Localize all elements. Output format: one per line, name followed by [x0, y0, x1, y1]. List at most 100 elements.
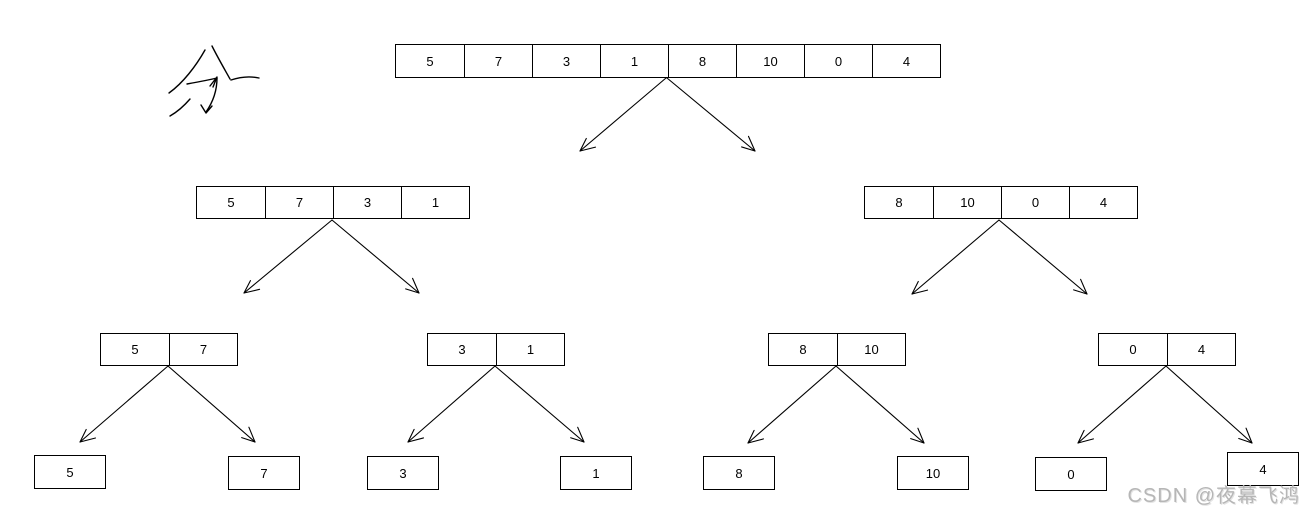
array-cell: 10 — [933, 187, 1001, 218]
array-cell: 3 — [458, 342, 466, 357]
array-cell: 0 — [1067, 466, 1075, 482]
array-node-level4-leaf1: 1 — [560, 456, 632, 490]
array-node-level4-leaf0: 0 — [1035, 457, 1107, 491]
arrow-head — [241, 437, 256, 443]
arrow-shaft — [407, 365, 496, 443]
arrow-head — [747, 429, 755, 444]
array-cell: 4 — [1167, 334, 1235, 365]
array-cell: 3 — [532, 45, 600, 77]
arrow-shaft — [1077, 365, 1167, 444]
handwritten-stroke — [168, 49, 206, 94]
arrow-shaft — [1165, 365, 1253, 444]
arrow-head — [1077, 429, 1085, 444]
array-cell: 10 — [736, 45, 804, 77]
arrow-head — [579, 137, 587, 152]
arrow-head — [577, 426, 585, 443]
array-cell: 4 — [1069, 187, 1137, 218]
array-cell: 1 — [592, 465, 600, 481]
arrow-head — [248, 426, 256, 443]
array-node-level4-leaf3: 3 — [367, 456, 439, 490]
arrow-head — [747, 135, 756, 152]
handwritten-stroke — [230, 76, 260, 81]
arrow-head — [1073, 289, 1088, 295]
arrow-head — [579, 146, 597, 152]
array-cell: 0 — [1001, 187, 1069, 218]
array-cell: 3 — [333, 187, 401, 218]
array-cell: 8 — [799, 342, 807, 357]
handwritten-stroke — [205, 77, 218, 113]
array-cell: 5 — [131, 342, 139, 357]
handwritten-stroke — [200, 104, 213, 114]
array-cell: 7 — [464, 45, 532, 77]
array-cell: 1 — [496, 334, 564, 365]
arrow-shaft — [243, 219, 333, 294]
array-node-level4-leaf8: 8 — [703, 456, 775, 490]
array-cell: 7 — [169, 334, 237, 365]
array-node-level3-l3c: 8 10 — [768, 333, 906, 366]
handwritten-stroke — [186, 77, 218, 85]
array-cell: 0 — [1129, 342, 1137, 357]
handwritten-stroke — [211, 45, 231, 80]
arrow-shaft — [579, 77, 667, 152]
array-cell: 10 — [925, 465, 941, 481]
handwritten-stroke — [169, 98, 191, 117]
arrow-head — [1245, 427, 1253, 444]
arrow-head — [917, 427, 925, 444]
array-cell: 10 — [837, 334, 905, 365]
array-cell: 1 — [600, 45, 668, 77]
arrow-head — [911, 280, 919, 295]
arrow-head — [243, 280, 251, 294]
arrow-shaft — [666, 77, 756, 152]
watermark: CSDN @夜幕飞鸿 — [1127, 485, 1300, 507]
arrow-head — [570, 437, 585, 443]
arrow-head — [1077, 438, 1095, 444]
array-cell: 5 — [66, 464, 74, 480]
arrow-head — [741, 146, 756, 152]
arrow-head — [79, 428, 87, 443]
arrow-shaft — [167, 365, 256, 443]
split-arrows — [79, 77, 1253, 444]
handwritten-stroke — [209, 76, 218, 88]
arrow-head — [1238, 437, 1253, 444]
array-cell: 7 — [260, 465, 268, 481]
array-cell: 4 — [872, 45, 940, 77]
arrow-shaft — [494, 365, 585, 443]
array-node-level4-leaf5: 5 — [34, 455, 106, 489]
array-cell: 0 — [804, 45, 872, 77]
arrow-head — [243, 288, 261, 294]
array-cell: 8 — [735, 465, 743, 481]
array-node-level4-leaf7: 7 — [228, 456, 300, 490]
array-cell: 1 — [401, 187, 469, 218]
arrow-shaft — [911, 219, 1000, 295]
array-cell: 5 — [426, 53, 434, 69]
array-cell: 7 — [265, 187, 333, 218]
arrow-head — [412, 277, 420, 294]
arrow-head — [405, 288, 420, 294]
arrow-head — [407, 437, 425, 443]
arrow-shaft — [331, 219, 420, 294]
arrow-head — [911, 289, 929, 295]
arrow-head — [79, 437, 97, 443]
arrow-head — [1080, 278, 1088, 295]
arrow-shaft — [79, 365, 169, 443]
array-node-level4-leaf10: 10 — [897, 456, 969, 490]
array-cell: 4 — [1259, 461, 1267, 477]
array-cell: 8 — [895, 195, 903, 210]
array-cell: 5 — [227, 195, 235, 210]
arrow-head — [747, 438, 765, 444]
arrow-shaft — [747, 365, 837, 444]
array-node-level4-leaf4: 4 — [1227, 452, 1299, 486]
arrow-shaft — [835, 365, 925, 444]
array-cell: 3 — [399, 465, 407, 481]
arrow-shaft — [998, 219, 1088, 295]
divide-character-sketch — [168, 45, 260, 117]
arrow-head — [910, 438, 925, 444]
array-cell: 8 — [668, 45, 736, 77]
